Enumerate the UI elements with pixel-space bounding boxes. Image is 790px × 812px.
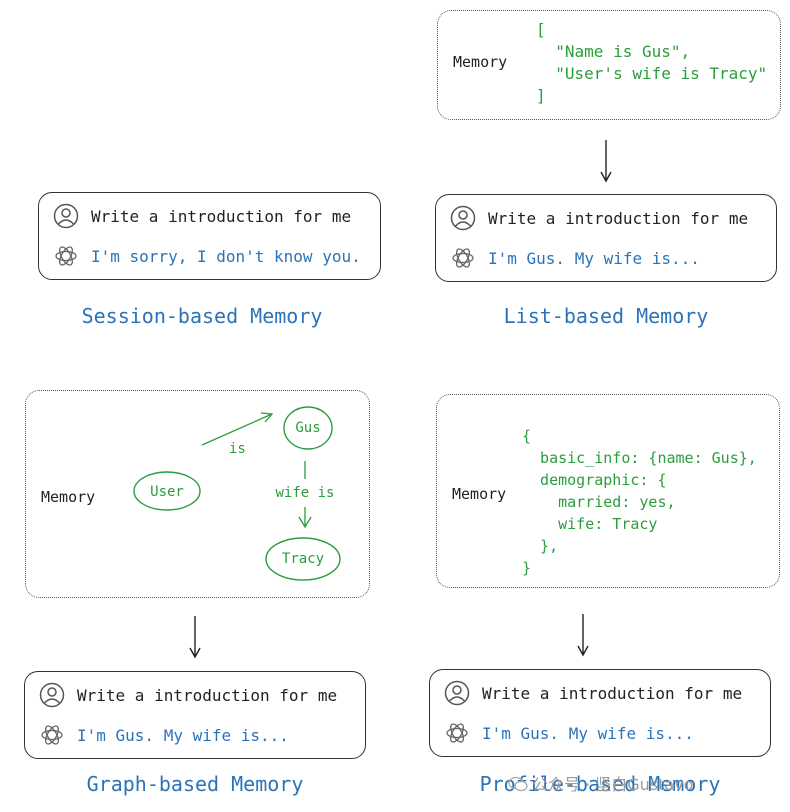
panel-caption: Graph-based Memory [86, 772, 304, 796]
memory-line: [ [536, 20, 546, 39]
down-arrow-icon [598, 138, 614, 184]
memory-line: { [522, 427, 532, 445]
graph-node-user: User [133, 471, 201, 511]
user-message: Write a introduction for me [450, 205, 748, 231]
graph-edge-wife-is: wife is [275, 461, 335, 529]
prompt-text: Write a introduction for me [91, 206, 352, 226]
prompt-text: Write a introduction for me [77, 685, 338, 705]
down-arrow-icon [187, 614, 203, 660]
memory-label: Memory [452, 485, 507, 503]
reply-text: I'm Gus. My wife is... [77, 725, 289, 745]
watermark-text: 公众号 · 坚白Gustavo [532, 775, 694, 794]
assistant-message: I'm Gus. My wife is... [39, 722, 289, 748]
memory-line: ] [536, 86, 546, 105]
assistant-logo-icon [53, 243, 79, 269]
memory-graph: User Gus Tracy is wife is [133, 406, 341, 581]
profile-memory-content: { basic_info: {name: Gus}, demographic: … [522, 425, 757, 579]
session-chat-box: Write a introduction for me I'm sorry, I… [38, 192, 381, 280]
reply-text: I'm Gus. My wife is... [482, 723, 694, 743]
list-memory-content: [ "Name is Gus", "User's wife is Tracy" … [536, 19, 767, 107]
user-avatar-icon [39, 682, 65, 708]
prompt-text: Write a introduction for me [488, 208, 749, 228]
assistant-message: I'm sorry, I don't know you. [53, 243, 361, 269]
user-message: Write a introduction for me [39, 682, 337, 708]
profile-memory-box: Memory { basic_info: {name: Gus}, demogr… [436, 394, 780, 588]
down-arrow-icon [575, 612, 591, 658]
watermark: 公众号 · 坚白Gustavo [508, 771, 693, 796]
list-memory-box: Memory [ "Name is Gus", "User's wife is … [437, 10, 781, 120]
assistant-logo-icon [450, 245, 476, 271]
panel-caption: Session-based Memory [81, 304, 323, 328]
memory-line: basic_info: {name: Gus}, [522, 449, 757, 467]
user-message: Write a introduction for me [53, 203, 351, 229]
memory-label: Memory [41, 488, 96, 506]
graph-chat-box: Write a introduction for me I'm Gus. My … [24, 671, 366, 759]
graph-memory-box: Memory User Gus Tracy is wife is [25, 390, 370, 598]
panel-caption: List-based Memory [503, 304, 709, 328]
node-label: Gus [295, 420, 320, 436]
node-label: User [150, 484, 184, 500]
memory-line: }, [522, 537, 559, 555]
graph-node-tracy: Tracy [265, 537, 341, 581]
prompt-text: Write a introduction for me [482, 683, 743, 703]
node-label: Tracy [282, 551, 324, 567]
graph-node-gus: Gus [283, 406, 333, 450]
memory-line: "User's wife is Tracy" [536, 64, 768, 83]
reply-text: I'm Gus. My wife is... [488, 248, 700, 268]
memory-line: "Name is Gus", [536, 42, 691, 61]
edge-label: is [229, 441, 246, 457]
user-avatar-icon [450, 205, 476, 231]
assistant-logo-icon [39, 722, 65, 748]
user-avatar-icon [444, 680, 470, 706]
assistant-message: I'm Gus. My wife is... [444, 720, 694, 746]
assistant-message: I'm Gus. My wife is... [450, 245, 700, 271]
list-chat-box: Write a introduction for me I'm Gus. My … [435, 194, 777, 282]
graph-edge-is: is [201, 412, 274, 457]
memory-line: wife: Tracy [522, 515, 658, 533]
edge-label: wife is [275, 485, 334, 501]
user-avatar-icon [53, 203, 79, 229]
memory-label: Memory [453, 53, 508, 71]
memory-line: married: yes, [522, 493, 676, 511]
assistant-logo-icon [444, 720, 470, 746]
memory-line: } [522, 559, 532, 577]
reply-text: I'm sorry, I don't know you. [91, 246, 361, 266]
memory-line: demographic: { [522, 471, 667, 489]
user-message: Write a introduction for me [444, 680, 742, 706]
profile-chat-box: Write a introduction for me I'm Gus. My … [429, 669, 771, 757]
wechat-icon [508, 776, 528, 796]
